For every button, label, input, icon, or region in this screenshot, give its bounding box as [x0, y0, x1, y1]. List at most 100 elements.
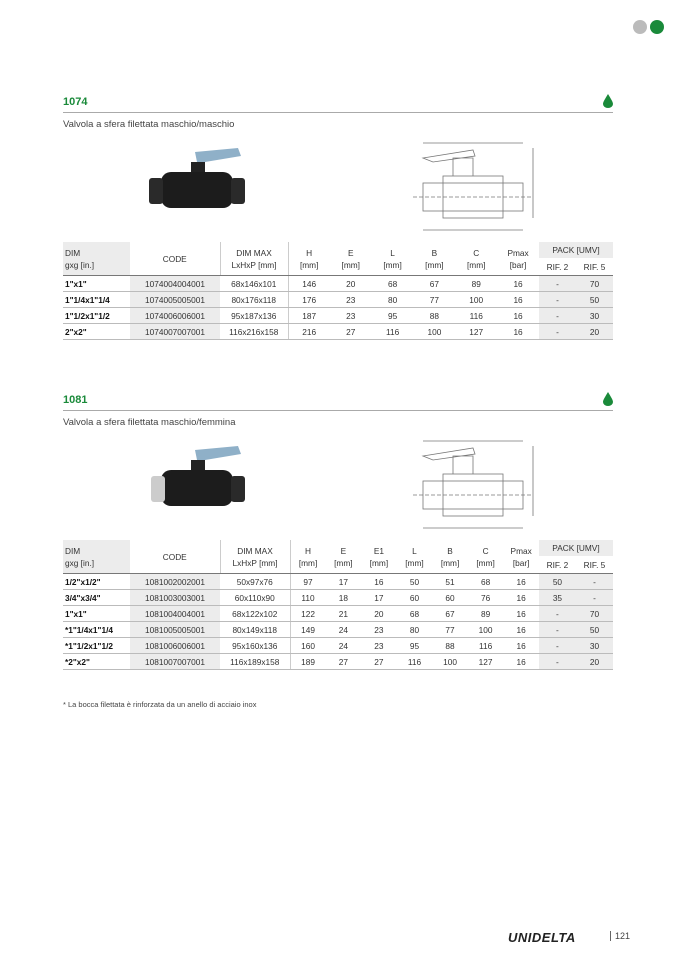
table-cell: 23 — [329, 291, 372, 308]
table-cell: 116x189x158 — [220, 653, 291, 670]
table-cell: 100 — [455, 291, 498, 308]
footnote: * La bocca filettata è rinforzata da un … — [63, 700, 257, 709]
table-cell: 127 — [455, 323, 498, 340]
header-col: B[mm] — [432, 540, 468, 574]
table-cell: 16 — [503, 573, 539, 590]
table-cell: 1"x1" — [63, 275, 130, 292]
table-cell: *2"x2" — [63, 653, 130, 670]
table-cell: 116x216x158 — [220, 323, 289, 340]
table-cell: 1074005005001 — [130, 291, 220, 308]
product-description: Valvola a sfera filettata maschio/femmin… — [63, 417, 236, 428]
table-cell: - — [538, 637, 576, 654]
header-rif2: RIF. 2 — [538, 258, 576, 276]
brand-logo: UNIDELTA — [508, 930, 576, 945]
header-col: L[mm] — [371, 242, 414, 276]
table-cell: 16 — [497, 291, 539, 308]
table-cell: 116 — [396, 653, 433, 670]
product-code: 1074 — [63, 96, 88, 108]
table-cell: 1081003003001 — [130, 589, 220, 606]
table-cell: 1074007007001 — [130, 323, 220, 340]
table-cell: 110 — [290, 589, 326, 606]
table-cell: 187 — [288, 307, 330, 324]
header-rif2: RIF. 2 — [538, 556, 576, 574]
table-cell: 80x149x118 — [220, 621, 291, 638]
table-cell: 189 — [290, 653, 326, 670]
water-drop-icon — [603, 94, 613, 108]
table-cell: 70 — [575, 275, 613, 292]
table-cell: 77 — [432, 621, 468, 638]
table-cell: 1081002002001 — [130, 573, 220, 590]
valve-photo — [149, 148, 245, 208]
table-cell: - — [538, 653, 576, 670]
table-cell: 24 — [325, 637, 362, 654]
table-cell: 95x160x136 — [220, 637, 291, 654]
table-cell: 95 — [371, 307, 414, 324]
table-cell: 60 — [432, 589, 468, 606]
table-cell: 17 — [325, 573, 362, 590]
table-cell: 16 — [503, 653, 539, 670]
table-cell: 68 — [396, 605, 433, 622]
table-cell: 97 — [290, 573, 326, 590]
valve-photo — [151, 446, 245, 506]
dimension-drawing — [403, 436, 543, 541]
table-cell: - — [575, 573, 613, 590]
table-cell: 16 — [497, 323, 539, 340]
technical-drawing — [413, 142, 534, 231]
table-cell: 67 — [432, 605, 468, 622]
table-cell: 18 — [325, 589, 362, 606]
table-cell: 76 — [467, 589, 504, 606]
table-cell: - — [538, 291, 576, 308]
top-icons — [633, 20, 664, 34]
table-cell: 20 — [361, 605, 397, 622]
table-cell: 1"x1" — [63, 605, 130, 622]
table-cell: 88 — [432, 637, 468, 654]
table-cell: 1081007007001 — [130, 653, 220, 670]
table-cell: 16 — [503, 621, 539, 638]
header-rif5: RIF. 5 — [575, 556, 613, 574]
table-cell: 67 — [413, 275, 456, 292]
table-cell: 23 — [329, 307, 372, 324]
table-cell: - — [538, 275, 576, 292]
table-cell: 35 — [538, 589, 576, 606]
table-cell: 2"x2" — [63, 323, 130, 340]
header-col: C[mm] — [467, 540, 504, 574]
table-cell: 80 — [396, 621, 433, 638]
header-col: H[mm] — [288, 242, 330, 276]
green-circle-icon — [650, 20, 664, 34]
table-cell: 116 — [371, 323, 414, 340]
table-cell: 68 — [371, 275, 414, 292]
globe-icon — [633, 20, 647, 34]
table-cell: 1"1/4x1"1/4 — [63, 291, 130, 308]
header-col: E[mm] — [325, 540, 362, 574]
table-cell: - — [538, 605, 576, 622]
table-cell: 100 — [467, 621, 504, 638]
table-cell: 50 — [396, 573, 433, 590]
table-cell: 20 — [329, 275, 372, 292]
table-cell: 16 — [503, 637, 539, 654]
table-cell: 20 — [575, 653, 613, 670]
table-cell: 176 — [288, 291, 330, 308]
table-cell: 116 — [455, 307, 498, 324]
table-cell: *1"1/2x1"1/2 — [63, 637, 130, 654]
table-cell: 50 — [575, 621, 613, 638]
table-cell: 95 — [396, 637, 433, 654]
table-cell: 68x122x102 — [220, 605, 291, 622]
page-number: 121 — [610, 931, 630, 941]
table-cell: 160 — [290, 637, 326, 654]
table-cell: *1"1/4x1"1/4 — [63, 621, 130, 638]
table-cell: - — [538, 621, 576, 638]
product-code-heading: 1081 — [63, 392, 613, 411]
table-cell: 89 — [455, 275, 498, 292]
product-description: Valvola a sfera filettata maschio/maschi… — [63, 119, 235, 130]
